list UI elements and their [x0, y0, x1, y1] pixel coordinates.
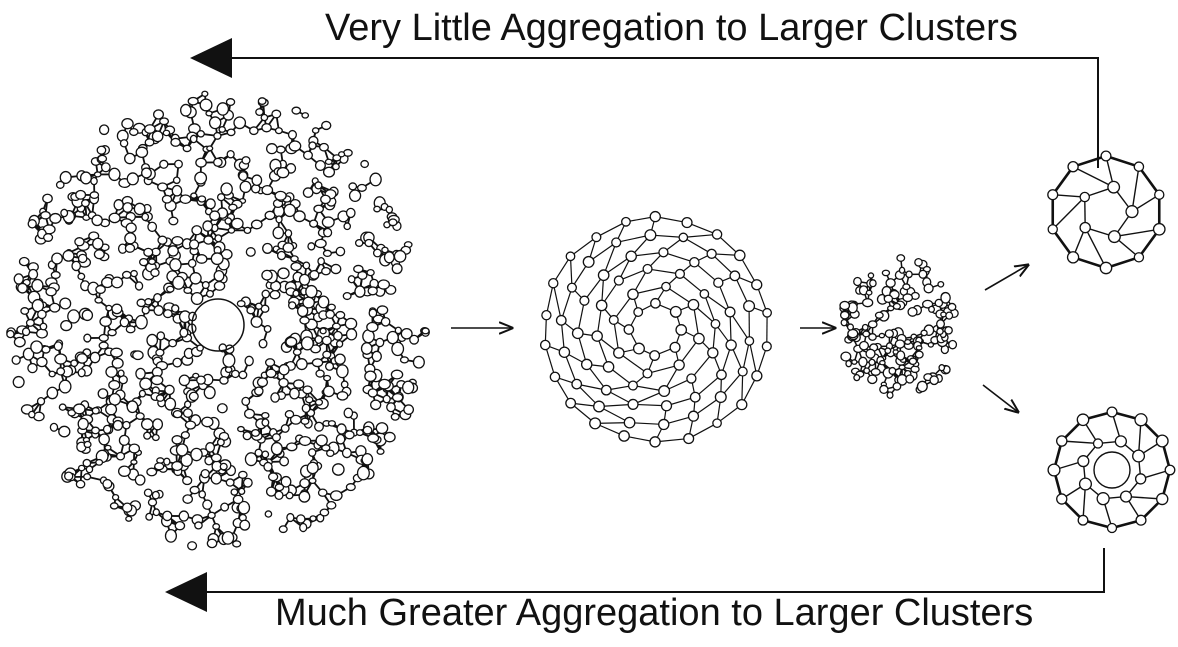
large-cluster-drawing — [7, 91, 429, 550]
medium-cluster-drawing — [541, 212, 772, 447]
top-label: Very Little Aggregation to Larger Cluste… — [325, 6, 1018, 50]
arrow-small-to-top-cluster — [985, 265, 1028, 290]
small-cluster-drawing — [840, 255, 958, 399]
top-arrowhead-icon — [190, 38, 232, 78]
dodecahedral-cluster-drawing — [1048, 151, 1165, 274]
ring-cluster-drawing — [1048, 407, 1175, 532]
bottom-arrowhead-icon — [165, 572, 207, 612]
arrow-small-to-bottom-cluster — [983, 385, 1018, 412]
bottom-label: Much Greater Aggregation to Larger Clust… — [275, 591, 1033, 635]
